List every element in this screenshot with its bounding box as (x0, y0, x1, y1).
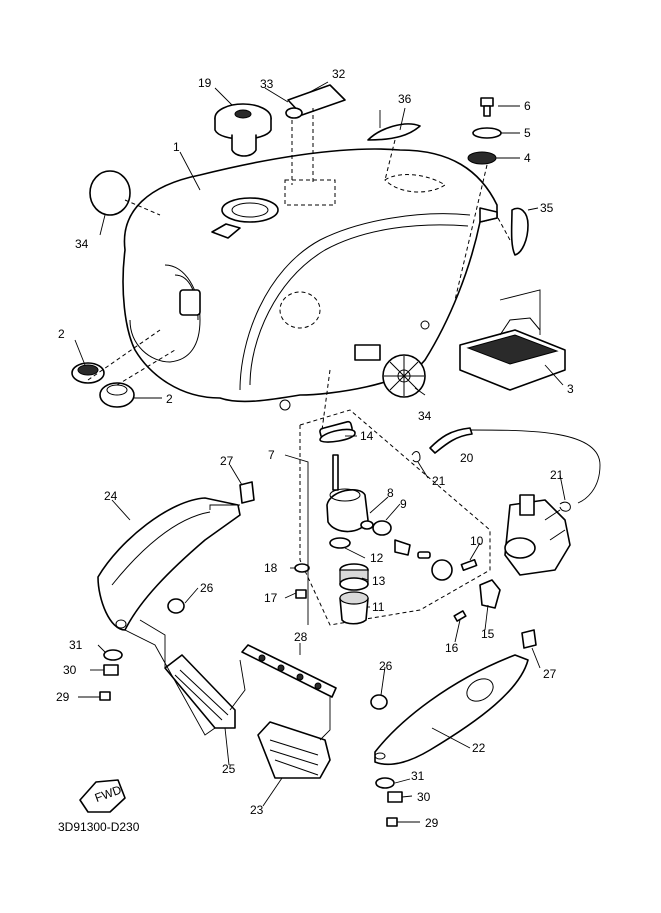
callout-29-left: 29 (56, 690, 70, 704)
washer-9 (372, 520, 392, 536)
callout-21-lower: 21 (550, 468, 564, 482)
callout-27-upper: 27 (220, 454, 234, 468)
callout-2-lower: 2 (166, 392, 173, 406)
leader-lines (74, 81, 566, 823)
callout-30-right: 30 (417, 790, 431, 804)
callout-8: 8 (387, 486, 394, 500)
side-cover-22 (374, 654, 529, 766)
collar-2-lower (99, 382, 135, 408)
washer-5 (472, 127, 502, 139)
callout-16: 16 (445, 641, 459, 655)
callout-3: 3 (567, 382, 574, 396)
cushion-36 (367, 123, 421, 141)
damper-26-right (370, 694, 388, 710)
callout-14: 14 (360, 429, 374, 443)
gasket-14 (319, 428, 356, 443)
callout-23: 23 (250, 803, 264, 817)
callout-6: 6 (524, 99, 531, 113)
damper-34-right (382, 354, 426, 398)
callout-17: 17 (264, 591, 278, 605)
damper-26-left (167, 598, 185, 614)
clip-21-upper (411, 451, 421, 463)
callout-5: 5 (524, 126, 531, 140)
bracket-28 (241, 644, 337, 698)
callout-7: 7 (268, 448, 275, 462)
callout-28: 28 (294, 630, 308, 644)
callout-31-right: 31 (411, 769, 425, 783)
callout-19: 19 (198, 76, 212, 90)
callout-11: 11 (372, 600, 385, 614)
carburetor (504, 494, 571, 576)
bolt-29-right (386, 817, 398, 827)
cock-outline (299, 409, 491, 626)
grommet-27-upper (239, 481, 255, 504)
callout-21-upper: 21 (432, 474, 446, 488)
screw-17 (295, 589, 307, 599)
fuel-tank (122, 148, 498, 411)
callout-32: 32 (332, 67, 346, 81)
washer-18 (294, 563, 310, 573)
callout-15: 15 (481, 627, 495, 641)
callout-10: 10 (470, 534, 484, 548)
screw-16 (453, 610, 467, 622)
cup-11 (339, 591, 369, 625)
clip-21-lower (559, 501, 571, 512)
callout-22: 22 (472, 741, 486, 755)
fuel-hose-20 (429, 427, 601, 504)
rectifier-3 (459, 317, 566, 391)
lever-screw (394, 539, 431, 559)
callout-18: 18 (264, 561, 278, 575)
diagram-code: 3D91300-D230 (58, 820, 140, 834)
callout-26-left: 26 (200, 581, 214, 595)
washer-31-right (375, 777, 395, 789)
callout-35: 35 (540, 201, 554, 215)
callout-33: 33 (260, 77, 274, 91)
callout-9: 9 (400, 497, 407, 511)
lever-15 (479, 579, 501, 609)
callout-25: 25 (222, 762, 236, 776)
callout-4: 4 (524, 151, 531, 165)
link-lines (124, 289, 541, 741)
callout-24: 24 (104, 489, 118, 503)
bolt-6 (480, 97, 494, 117)
screw-10 (460, 558, 478, 572)
callout-27-lower: 27 (543, 667, 557, 681)
collar-2-upper (71, 362, 105, 384)
bolt-29-left (99, 691, 111, 701)
strainer-13 (339, 563, 369, 591)
callout-36: 36 (398, 92, 412, 106)
callout-2-upper: 2 (58, 327, 65, 341)
damper-4 (467, 151, 497, 165)
callout-1: 1 (173, 140, 180, 154)
callout-34-left: 34 (75, 237, 89, 251)
callout-30-left: 30 (63, 663, 77, 677)
grill-25 (164, 654, 236, 729)
cover-35 (510, 207, 529, 256)
collar-30-left (103, 664, 119, 676)
grill-23 (257, 721, 331, 779)
grommet-27-lower (521, 629, 537, 649)
fwd-arrow-icon: FWD (79, 779, 126, 813)
callout-34-right: 34 (418, 409, 432, 423)
callout-13: 13 (372, 574, 386, 588)
gasket-12 (329, 537, 351, 549)
washer-31-left (103, 649, 123, 661)
callout-29-right: 29 (425, 816, 439, 830)
callout-labels: 1 2 2 3 4 5 6 7 8 9 10 11 12 13 14 15 16… (56, 67, 574, 830)
callout-12: 12 (370, 551, 384, 565)
plate-valve (431, 559, 453, 581)
callout-26-right: 26 (379, 659, 393, 673)
tank-cap (214, 103, 272, 157)
dashed-links (87, 108, 511, 431)
callout-31-left: 31 (69, 638, 83, 652)
side-cover-24 (97, 497, 241, 631)
collar-30-right (387, 791, 403, 803)
seal-33 (285, 107, 303, 119)
callout-20: 20 (460, 451, 474, 465)
o-ring-8 (360, 520, 374, 530)
damper-34-left (89, 170, 131, 216)
